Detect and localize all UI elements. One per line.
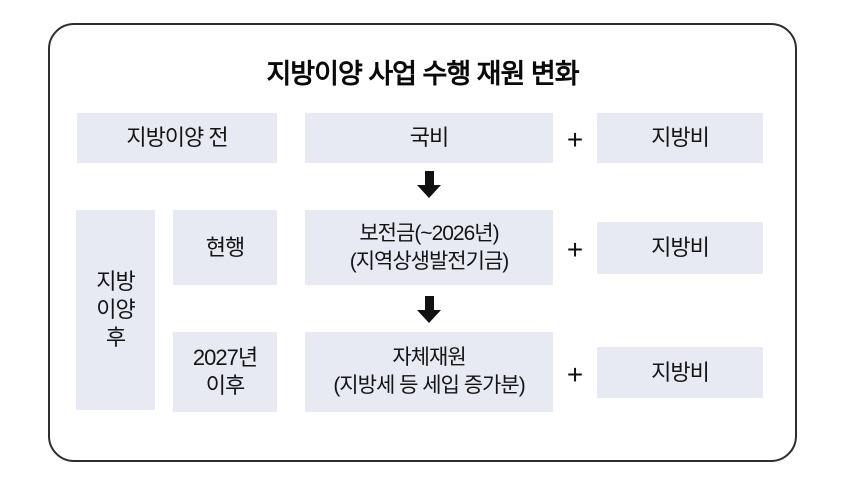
current-local-fund-box: 지방비 (597, 222, 763, 274)
current-source-line1: 보전금(~2026년) (359, 221, 499, 245)
down-arrow-icon (417, 296, 441, 323)
before-devolution-label: 지방이양 전 (126, 125, 228, 150)
after-devolution-group-label: 지방 이양 후 (96, 268, 135, 352)
future-source-line2: (지방세 등 세입 증가분) (333, 374, 525, 397)
plus-sign-row1: + (566, 124, 584, 155)
before-local-fund-label: 지방비 (651, 125, 710, 150)
current-label: 현행 (205, 234, 245, 260)
current-source-line2: (지역상생발전기금) (349, 249, 510, 273)
down-arrow-head (417, 185, 441, 198)
future-own-fund-box: 자체재원 (지방세 등 세입 증가분) (305, 332, 553, 412)
after-devolution-group-box: 지방 이양 후 (76, 210, 155, 410)
future-local-fund-box: 지방비 (597, 347, 763, 398)
plus-sign-row3: + (566, 359, 584, 390)
before-local-fund-box: 지방비 (597, 113, 763, 163)
current-compensation-fund-box: 보전금(~2026년) (지역상생발전기금) (305, 210, 553, 285)
future-label-line2: 이후 (205, 373, 245, 398)
future-own-fund-label: 자체재원 (지방세 등 세입 증가분) (333, 344, 525, 400)
future-label: 2027년 이후 (192, 344, 258, 400)
after-group-line3: 후 (105, 325, 126, 350)
before-devolution-label-box: 지방이양 전 (77, 113, 277, 163)
current-compensation-fund-label: 보전금(~2026년) (지역상생발전기금) (349, 220, 510, 276)
down-arrow-icon (417, 171, 441, 198)
before-national-fund-box: 국비 (305, 113, 553, 163)
plus-sign-row2: + (566, 234, 584, 265)
down-arrow-stem (424, 171, 434, 185)
down-arrow-head (417, 310, 441, 323)
current-local-fund-label: 지방비 (651, 235, 710, 260)
future-local-fund-label: 지방비 (651, 359, 710, 385)
before-national-fund-label: 국비 (409, 125, 449, 150)
current-label-box: 현행 (173, 210, 277, 285)
future-label-box: 2027년 이후 (173, 332, 277, 412)
future-label-line1: 2027년 (192, 345, 258, 370)
after-group-line1: 지방 (96, 269, 135, 294)
after-group-line2: 이양 (96, 297, 135, 322)
future-source-line1: 자체재원 (392, 346, 466, 369)
down-arrow-stem (424, 296, 434, 310)
diagram-title: 지방이양 사업 수행 재원 변화 (266, 59, 579, 89)
